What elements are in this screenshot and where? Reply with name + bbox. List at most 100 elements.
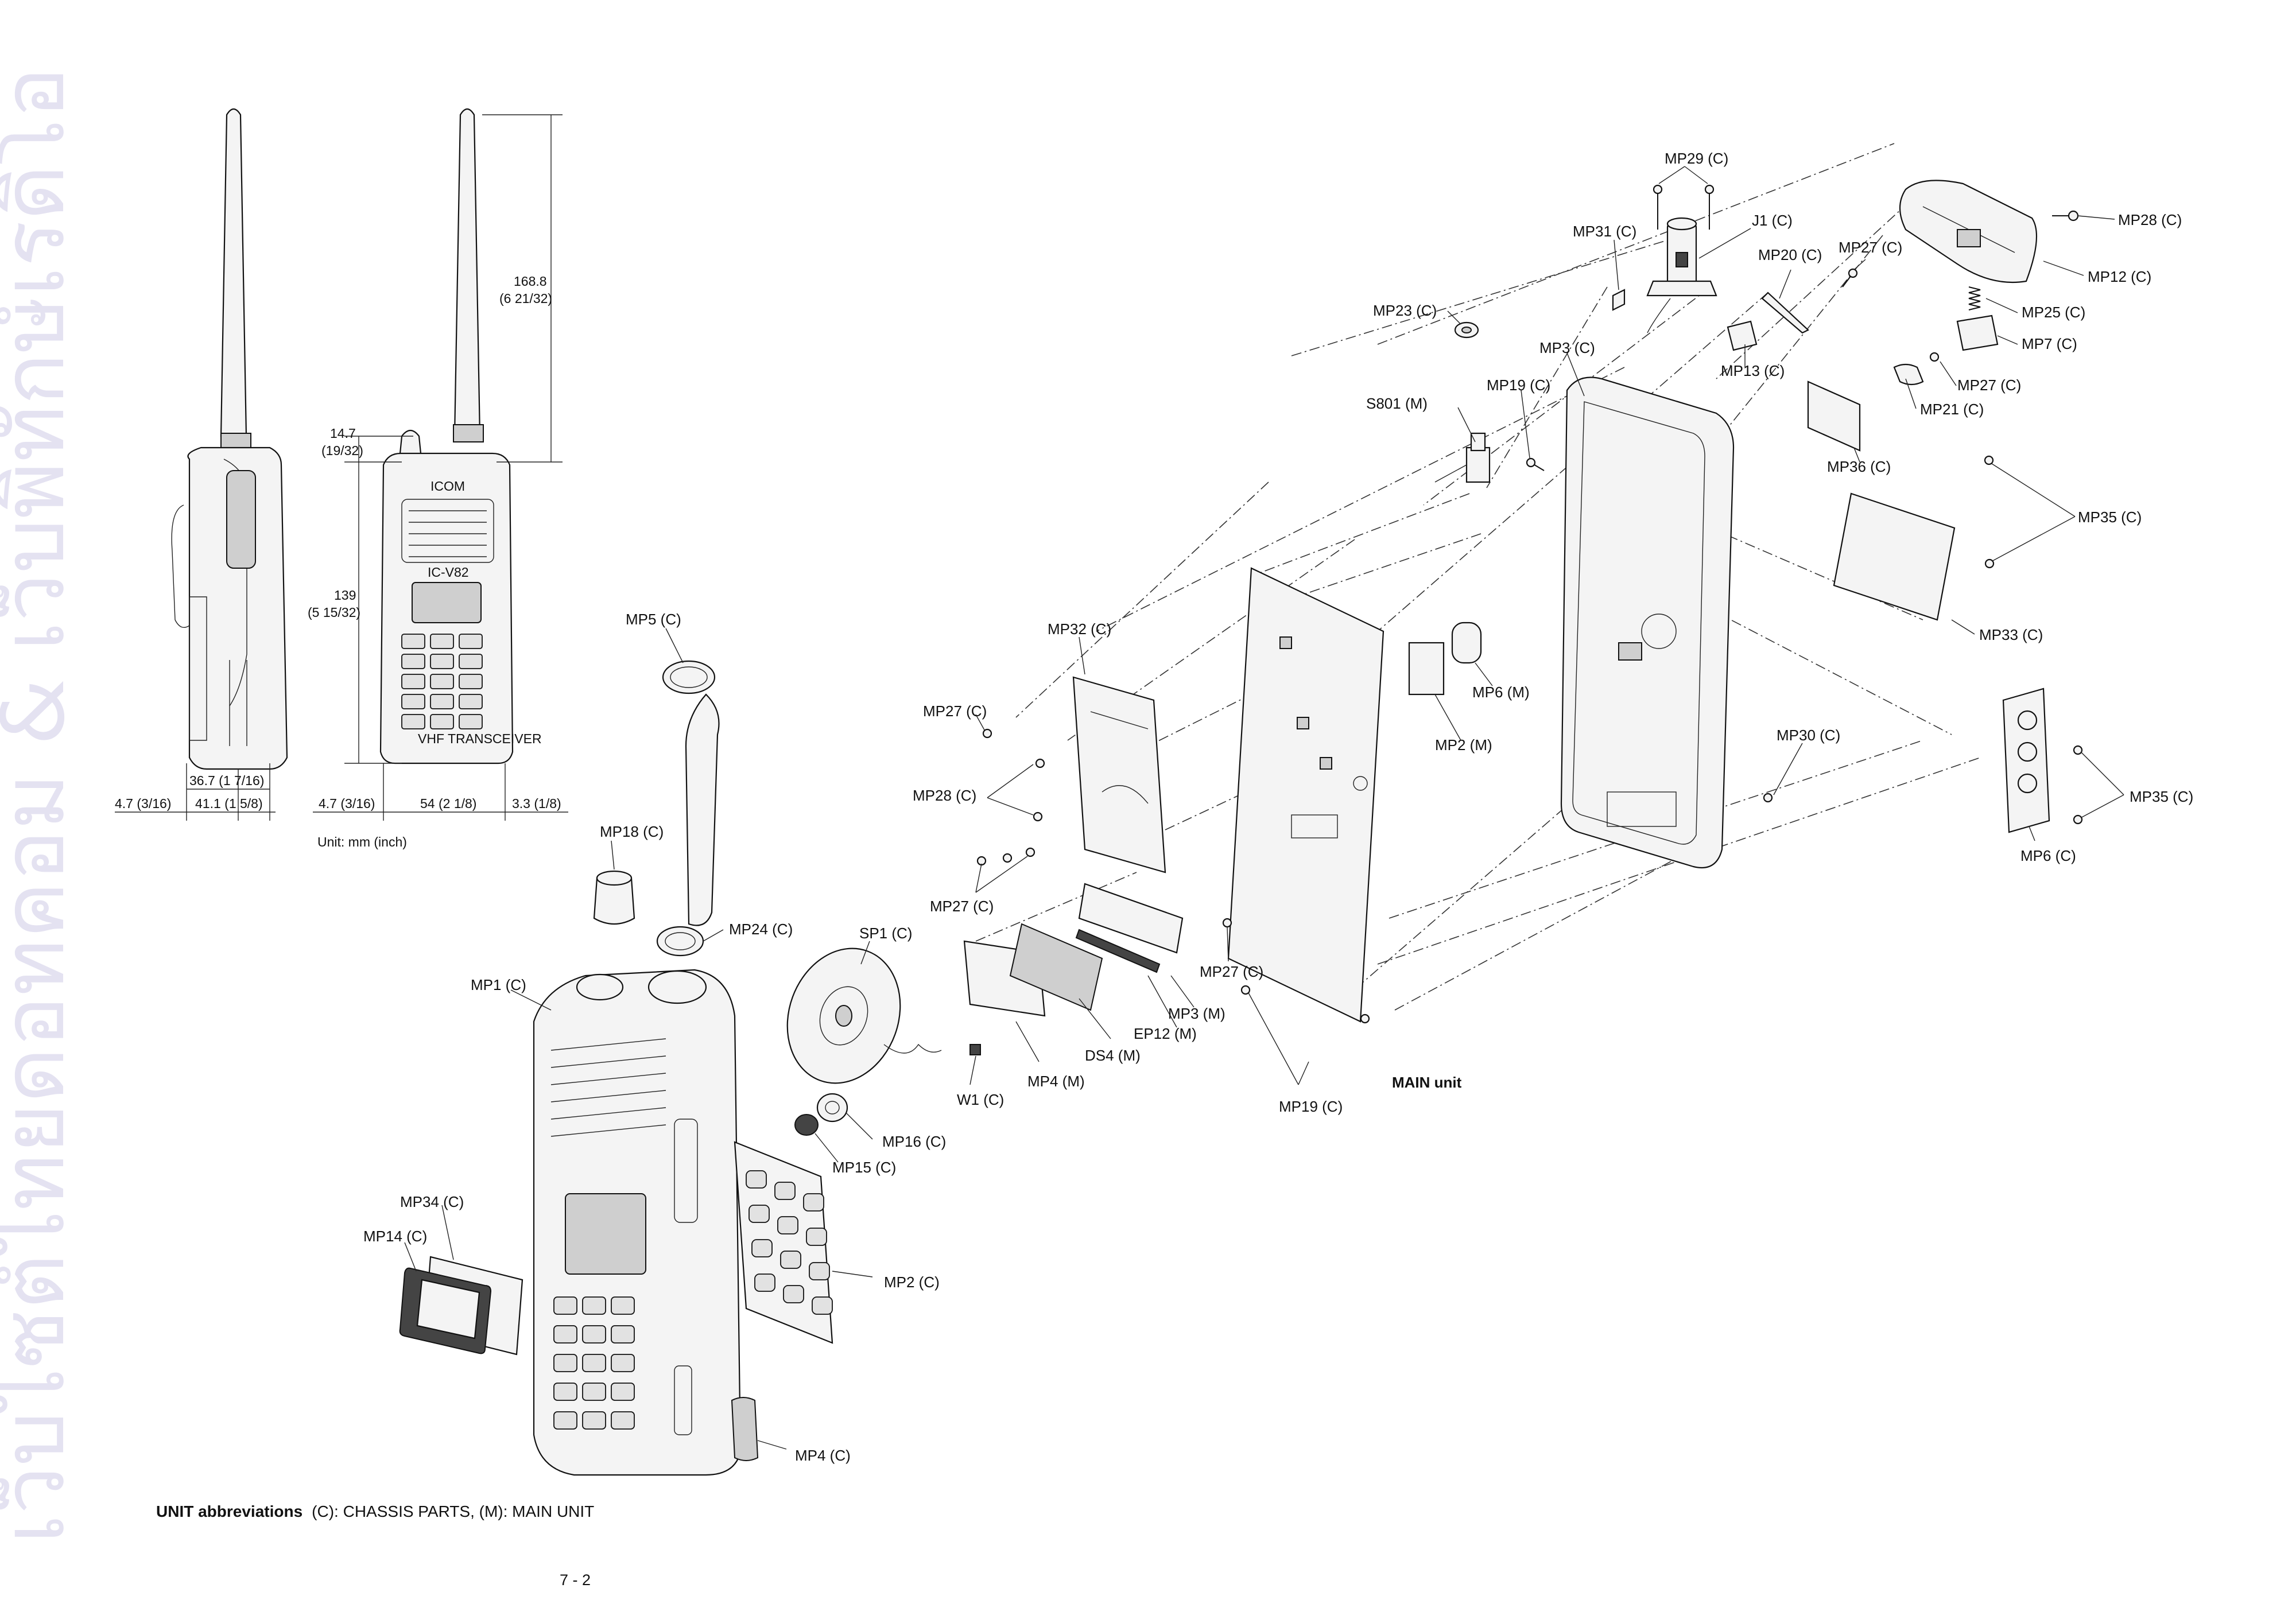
part-mp7 (1956, 314, 1999, 351)
part-mp30-screw (1763, 793, 1773, 803)
label-mp23: MP23 (C) (1373, 302, 1437, 319)
part-ep12-strip (1075, 929, 1161, 973)
label-sp1: SP1 (C) (859, 925, 912, 942)
label-mp2-chassis: MP2 (C) (884, 1273, 940, 1291)
label-mp13: MP13 (C) (1721, 362, 1785, 379)
watermark-text: เว็บไซต์ไทยดอทคอม & เว็บพิทักษ์เรดิโอ (0, 67, 84, 1544)
part-ds4-display (1009, 923, 1103, 1011)
part-sp1-speaker (786, 948, 942, 1084)
radio-side-view (171, 108, 288, 770)
radio-display (412, 582, 482, 623)
label-mp20: MP20 (C) (1758, 246, 1822, 263)
part-mp24-ring (656, 926, 704, 957)
dim-total-height: 168.8 (514, 274, 547, 289)
radio-footer-label: VHF TRANSCEIVER (418, 731, 542, 746)
part-mp25-spring (1968, 286, 1981, 310)
part-mp6-mp2-main (1408, 622, 1482, 696)
label-mp1: MP1 (C) (471, 976, 526, 993)
part-mp36 (1807, 380, 1861, 452)
page-number: 7 - 2 (560, 1571, 591, 1589)
part-mp23-nut (1454, 321, 1479, 339)
dim-front-body-width: 54 (2 1/8) (420, 796, 476, 811)
part-mp19-screw-top (1526, 457, 1545, 471)
part-mp3-sheet (1078, 883, 1184, 954)
dim-side-total-width: 36.7 (1 7/16) (189, 773, 264, 788)
label-mp24: MP24 (C) (729, 921, 793, 938)
part-mp33-panel (1833, 492, 1956, 621)
unit-abbreviations-heading: UNIT abbreviations (156, 1502, 303, 1520)
label-mp32: MP32 (C) (1048, 620, 1111, 638)
label-mp2-main: MP2 (M) (1435, 736, 1492, 754)
dim-knob-height: 14.7 (330, 426, 356, 441)
label-ep12: EP12 (M) (1134, 1025, 1197, 1042)
part-mp35-screws-top (1984, 455, 1995, 569)
part-mp27-screw-top (1842, 268, 1858, 288)
part-j1-connector (1646, 217, 1717, 333)
label-mp30: MP30 (C) (1777, 727, 1840, 744)
label-mp15: MP15 (C) (832, 1159, 896, 1176)
label-w1: W1 (C) (957, 1091, 1004, 1108)
part-mp16-mp15 (794, 1093, 848, 1136)
label-mp33: MP33 (C) (1979, 626, 2043, 643)
part-mp32-shield (1072, 676, 1166, 873)
label-j1: J1 (C) (1752, 212, 1793, 229)
part-mp1-front-case (533, 969, 742, 1476)
dim-front-left-width: 4.7 (3/16) (319, 796, 375, 811)
label-mp35-right: MP35 (C) (2130, 788, 2193, 805)
part-mp13 (1727, 320, 1758, 351)
part-mp18-knob (593, 870, 635, 925)
label-mp27-right: MP27 (C) (1957, 376, 2021, 394)
label-mp34: MP34 (C) (400, 1193, 464, 1210)
part-mp28-screw-top (2052, 210, 2079, 222)
part-w1 (969, 1044, 981, 1055)
label-mp6-chassis: MP6 (C) (2020, 847, 2076, 864)
label-mp19-bottom: MP19 (C) (1279, 1098, 1343, 1115)
dim-side-left-width: 4.7 (3/16) (115, 796, 171, 811)
label-mp12: MP12 (C) (2088, 268, 2151, 285)
label-mp35-top: MP35 (C) (2078, 508, 2142, 526)
part-mp27-mp21 (1893, 352, 1940, 386)
part-mp34-mp14-lens (399, 1256, 523, 1356)
label-main-unit: MAIN unit (1392, 1074, 1462, 1091)
dim-body-height: 139 (334, 588, 356, 603)
label-mp7: MP7 (C) (2022, 335, 2077, 352)
label-mp27-pcb: MP27 (C) (1200, 963, 1263, 980)
label-mp5: MP5 (C) (626, 611, 681, 628)
radio-brand-label: ICOM (430, 479, 465, 494)
label-mp27-lower: MP27 (C) (930, 898, 994, 915)
dim-total-height-inch: (6 21/32) (499, 291, 552, 306)
part-mp12-cover (1899, 180, 2038, 284)
label-mp25: MP25 (C) (2022, 304, 2085, 321)
radio-front-view: ICOM IC-V82 VHF TRAN (379, 108, 542, 764)
label-mp31: MP31 (C) (1573, 223, 1636, 240)
unit-abbreviations-text: (C): CHASSIS PARTS, (M): MAIN UNIT (312, 1502, 595, 1520)
radio-keypad (401, 634, 483, 729)
label-mp16: MP16 (C) (882, 1133, 946, 1150)
label-mp19-top: MP19 (C) (1487, 376, 1550, 394)
label-mp21: MP21 (C) (1920, 401, 1984, 418)
unit-note: Unit: mm (inch) (317, 834, 407, 849)
label-mp28-left: MP28 (C) (913, 787, 976, 804)
part-mp3-chassis-frame (1560, 376, 1735, 869)
dim-body-height-inch: (5 15/32) (308, 605, 360, 620)
label-mp27-top: MP27 (C) (1839, 239, 1902, 256)
callout-leaders (404, 166, 2124, 1450)
part-mp29-screws (1653, 184, 1715, 230)
label-mp18: MP18 (C) (600, 823, 664, 840)
label-ds4: DS4 (M) (1085, 1047, 1141, 1064)
radio-model-label: IC-V82 (428, 565, 469, 580)
label-s801: S801 (M) (1366, 395, 1428, 412)
label-mp3-main: MP3 (M) (1168, 1005, 1225, 1022)
dimension-lines (115, 114, 568, 821)
label-mp4-chassis: MP4 (C) (795, 1447, 851, 1464)
part-left-screws (976, 728, 1370, 1024)
label-mp4-main: MP4 (M) (1027, 1073, 1085, 1090)
label-mp3-chassis: MP3 (C) (1539, 339, 1595, 356)
dim-knob-height-inch: (19/32) (321, 443, 363, 458)
assembly-lines (975, 143, 1981, 1011)
part-mp20 (1761, 292, 1809, 334)
part-main-unit-pcb (1227, 567, 1384, 1023)
label-mp6-main: MP6 (M) (1472, 684, 1530, 701)
unit-abbreviations-note: UNIT abbreviations (C): CHASSIS PARTS, (M… (156, 1502, 594, 1521)
